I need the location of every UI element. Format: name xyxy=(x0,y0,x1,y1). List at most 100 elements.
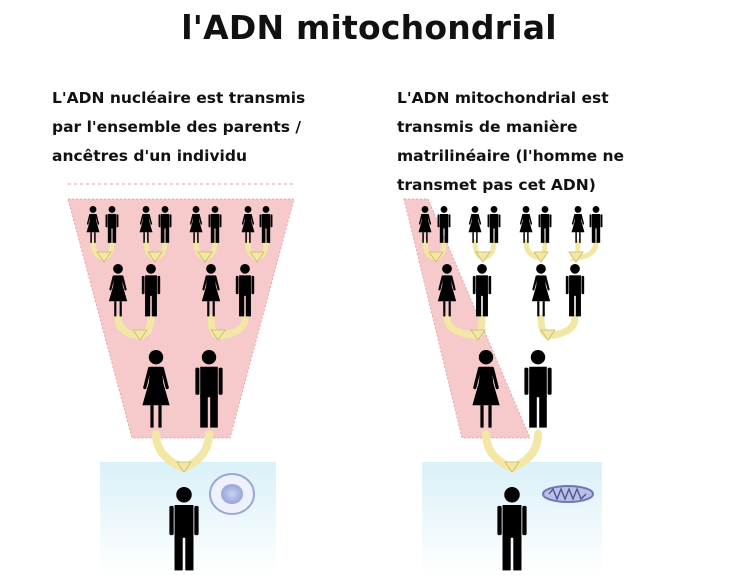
right-arrow-gen1-head xyxy=(475,251,491,263)
right-grandparent-female xyxy=(571,206,585,243)
leg xyxy=(174,536,183,571)
leg xyxy=(422,232,424,243)
left-arrow-gen1-head xyxy=(96,251,112,263)
leg xyxy=(476,232,478,243)
torso xyxy=(489,213,499,229)
leg xyxy=(502,536,511,571)
left-mother xyxy=(142,350,170,428)
arm xyxy=(270,214,273,228)
leg xyxy=(212,301,215,317)
arm xyxy=(251,275,255,295)
arm xyxy=(565,275,569,295)
leg xyxy=(494,227,499,243)
leg xyxy=(143,232,145,243)
head xyxy=(206,264,216,274)
left-grandparent-male xyxy=(208,206,222,243)
dress xyxy=(468,213,482,233)
head xyxy=(541,206,549,213)
right-arrow-child-head xyxy=(504,461,520,473)
leg xyxy=(160,227,165,243)
arm xyxy=(427,213,432,225)
head xyxy=(142,206,150,213)
leg xyxy=(448,301,451,317)
dress xyxy=(472,366,500,406)
torso xyxy=(107,213,117,229)
arm xyxy=(477,213,482,225)
leg xyxy=(476,294,482,317)
arm xyxy=(571,213,576,225)
arm xyxy=(250,213,255,225)
torso xyxy=(239,275,251,296)
arm xyxy=(532,275,538,291)
arm xyxy=(547,367,552,395)
arm xyxy=(589,214,592,228)
leg xyxy=(542,301,545,317)
leg xyxy=(207,301,210,317)
left-caption-line: ancêtres d'un individu xyxy=(52,147,247,165)
head xyxy=(89,206,97,213)
arm xyxy=(544,275,550,291)
leg xyxy=(112,227,117,243)
left-inheritance-highlight xyxy=(67,198,295,439)
head xyxy=(504,487,520,503)
arm xyxy=(218,367,223,395)
head xyxy=(192,206,200,213)
head xyxy=(530,350,546,365)
head xyxy=(244,206,252,213)
head xyxy=(477,264,487,274)
leg xyxy=(261,227,266,243)
arm xyxy=(219,214,222,228)
right-child xyxy=(497,487,527,571)
arm xyxy=(448,214,451,228)
leg xyxy=(540,227,545,243)
arm xyxy=(143,366,152,390)
right-caption-line: transmis de manière xyxy=(397,118,578,136)
arm xyxy=(472,275,476,295)
dress xyxy=(531,275,551,302)
left-arrow-gen1-head xyxy=(197,251,213,263)
leg xyxy=(523,232,525,243)
leg xyxy=(537,301,540,317)
leg xyxy=(575,294,581,317)
page-title: l'ADN mitochondrial xyxy=(181,8,557,47)
leg xyxy=(444,227,449,243)
dress xyxy=(418,213,432,233)
leg xyxy=(529,395,537,428)
torso xyxy=(439,213,449,229)
head xyxy=(421,206,429,213)
arm xyxy=(437,214,440,228)
dress xyxy=(142,366,170,406)
leg xyxy=(210,227,215,243)
leg xyxy=(158,405,162,428)
right-arrow-gen1-head xyxy=(428,251,444,263)
right-arrow-gen2-head xyxy=(540,329,556,341)
dress xyxy=(139,213,153,233)
head xyxy=(176,487,192,503)
head xyxy=(211,206,219,213)
arm xyxy=(109,275,115,291)
dress xyxy=(108,275,128,302)
leg xyxy=(545,227,550,243)
left-caption: L'ADN nucléaire est transmis par l'ensem… xyxy=(52,84,305,171)
head xyxy=(108,206,116,213)
arm xyxy=(157,275,161,295)
arm xyxy=(549,214,552,228)
leg xyxy=(249,232,251,243)
left-grandparent-female xyxy=(189,206,203,243)
left-child xyxy=(169,487,199,571)
left-arrow-gen2-head xyxy=(132,329,148,341)
head xyxy=(522,206,530,213)
leg xyxy=(539,395,547,428)
right-father xyxy=(524,350,552,428)
torso xyxy=(476,275,488,296)
arm xyxy=(490,366,499,390)
arm xyxy=(169,214,172,228)
arm xyxy=(141,275,145,295)
arm xyxy=(450,275,456,291)
arm xyxy=(497,505,502,536)
arm xyxy=(259,214,262,228)
left-grandparent-male xyxy=(105,206,119,243)
right-grandparent-male xyxy=(437,206,451,243)
dress xyxy=(86,213,100,233)
arm xyxy=(468,213,473,225)
